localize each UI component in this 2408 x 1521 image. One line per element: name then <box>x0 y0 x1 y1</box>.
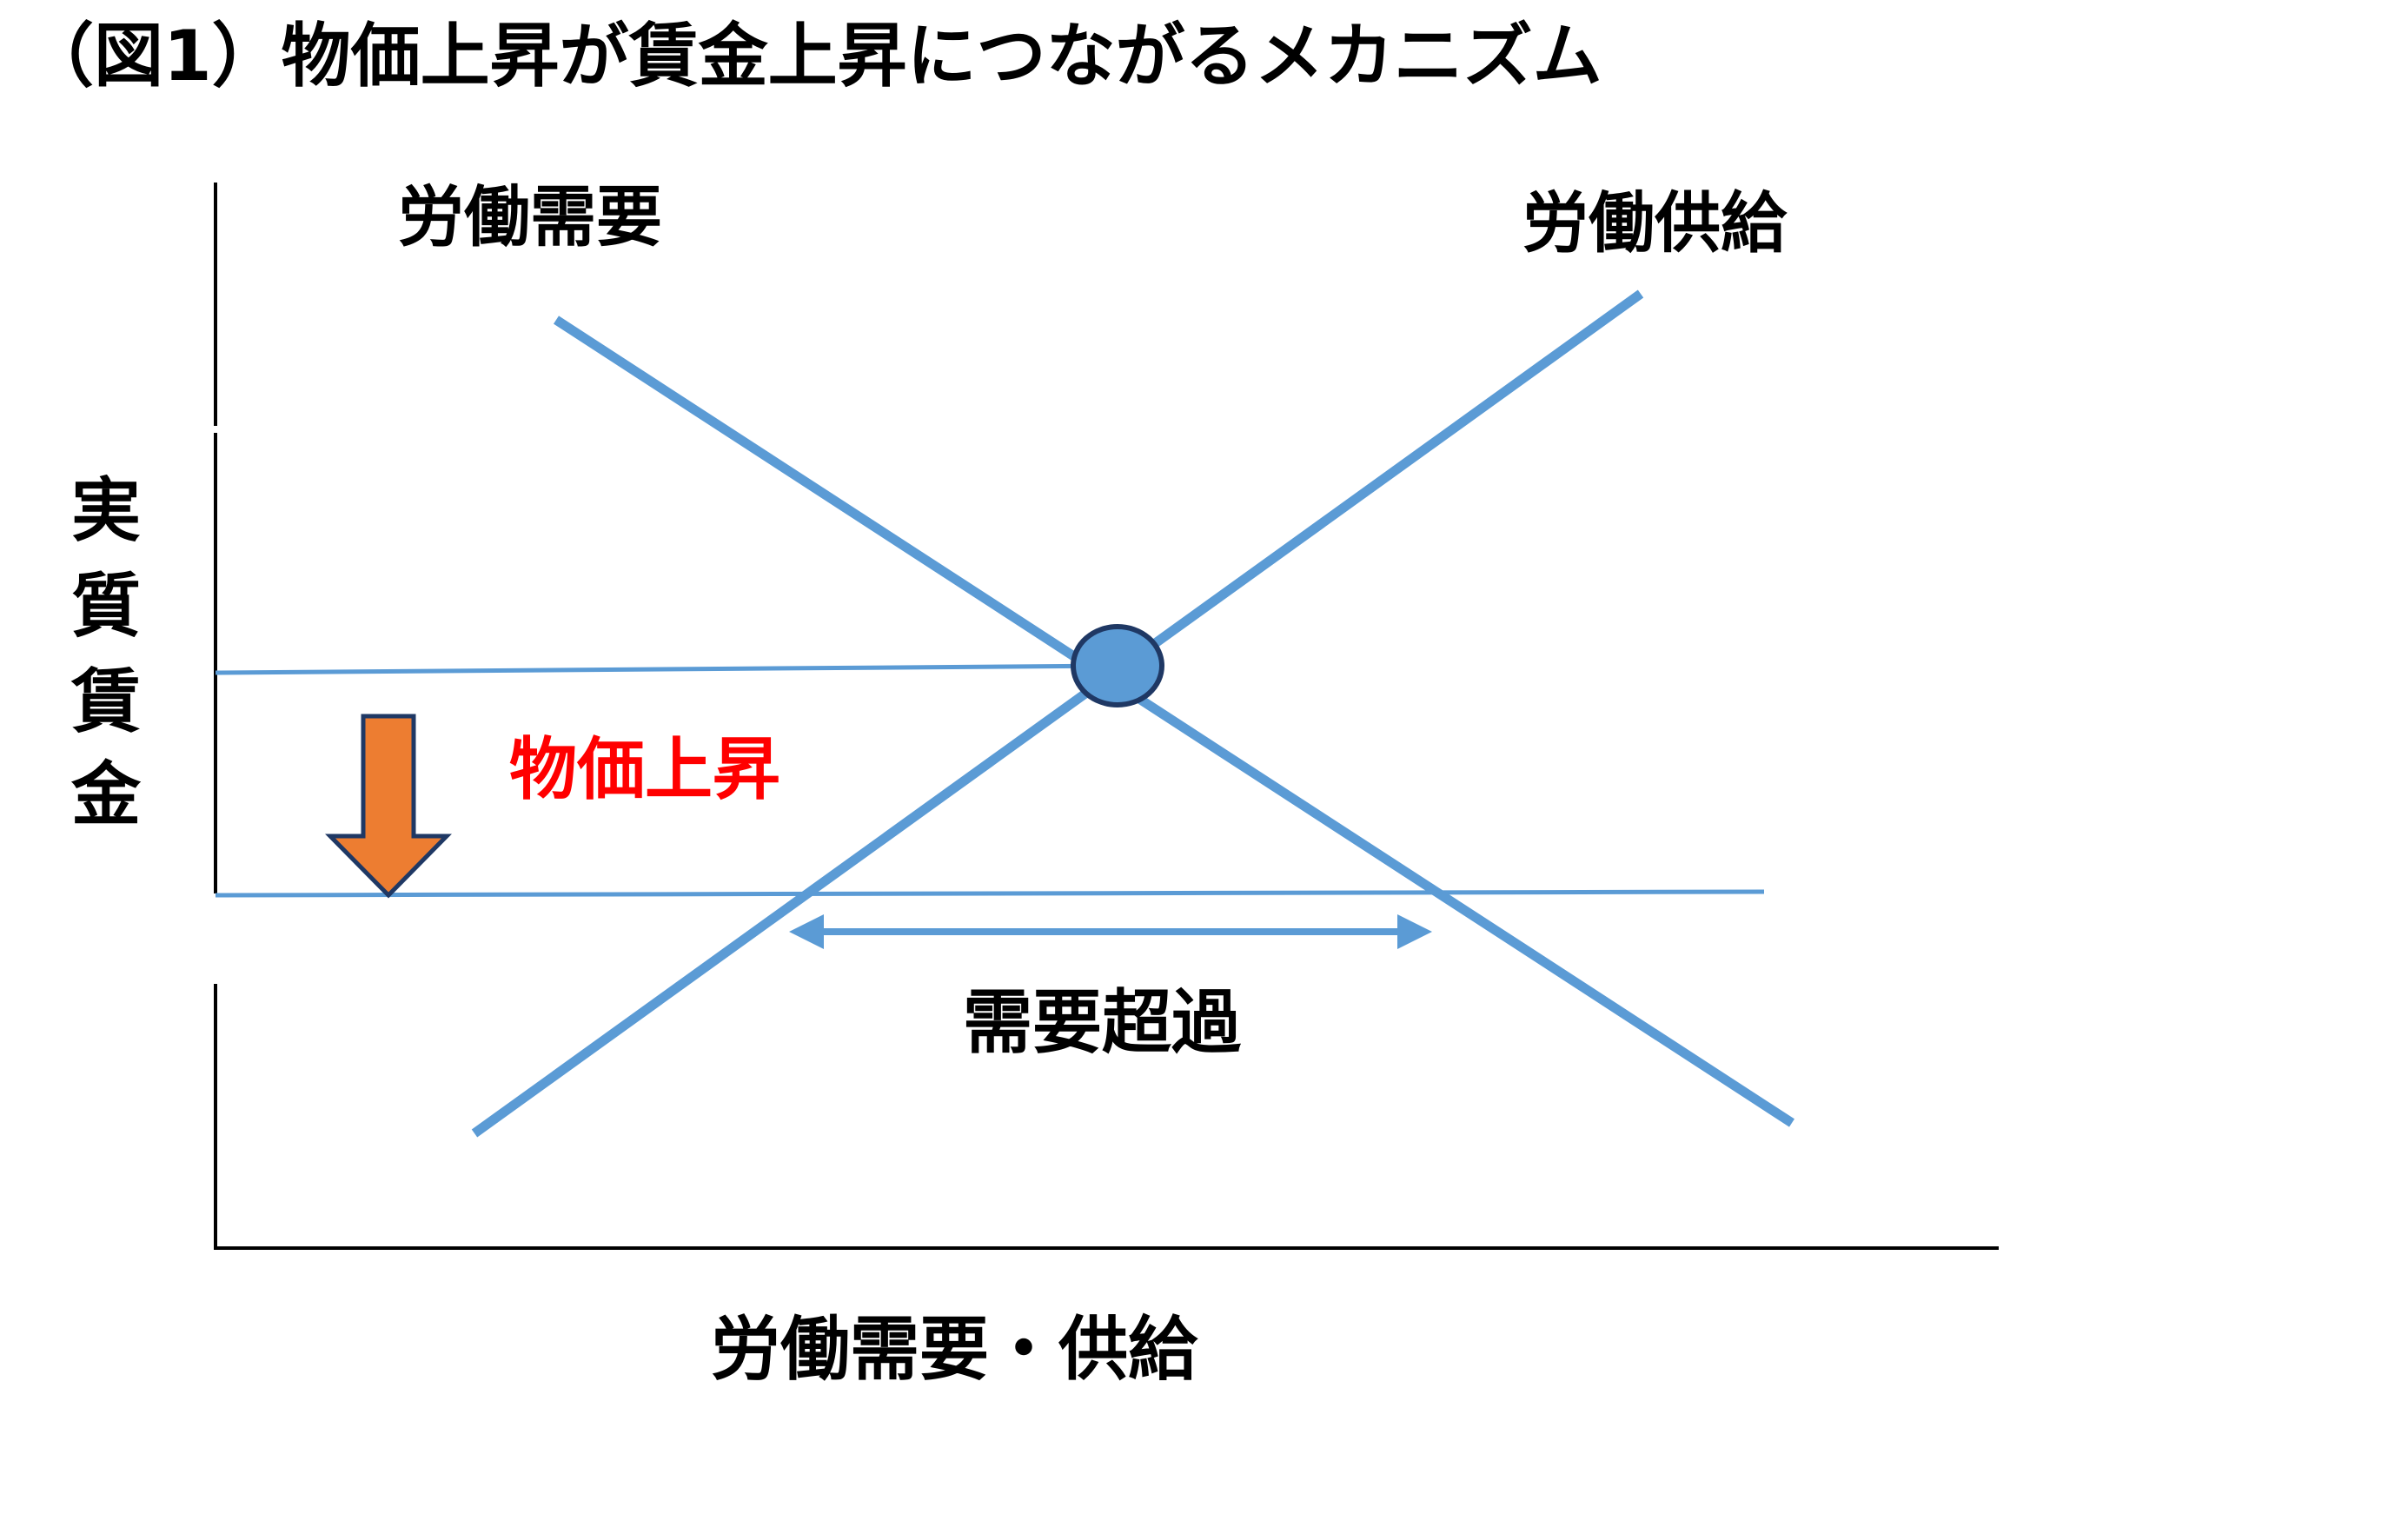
y-axis-label-char-2: 質 <box>71 566 141 647</box>
equilibrium-point <box>1071 624 1164 707</box>
price-rise-label: 物価上昇 <box>509 731 780 809</box>
y-axis-label-char-1: 実 <box>71 470 141 551</box>
y-axis-label-char-3: 賃 <box>70 661 141 742</box>
lower-real-wage-line <box>215 889 1765 898</box>
axes <box>214 183 1999 1250</box>
down-arrow-icon <box>325 714 452 899</box>
labor-supply-label: 労働供給 <box>1522 184 1788 262</box>
labor-demand-curve <box>554 315 1794 1127</box>
x-axis-label: 労働需要・供給 <box>711 1309 1198 1390</box>
excess-demand-label: 需要超過 <box>963 982 1242 1063</box>
y-axis-label-char-4: 金 <box>70 754 142 835</box>
figure-title: （図1）物価上昇が賃金上昇につながるメカニズム <box>24 16 1602 96</box>
labor-supply-curve <box>471 289 1644 1138</box>
original-wage-line <box>215 663 1118 675</box>
labor-demand-label: 労働需要 <box>398 178 662 256</box>
